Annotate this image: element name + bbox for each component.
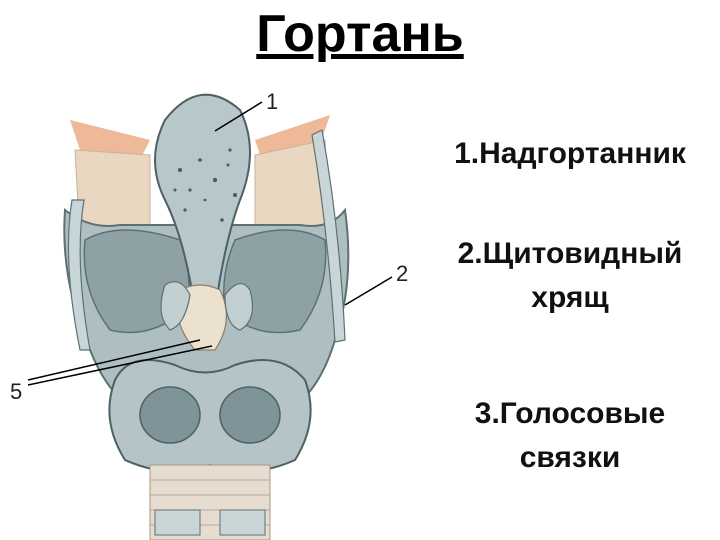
legend-item-3-line-2: связки xyxy=(519,441,621,474)
legend-item-2-line-2: хрящ xyxy=(531,281,609,314)
leader-1 xyxy=(214,101,263,132)
left-horn xyxy=(67,199,91,351)
epiglottis-texture xyxy=(173,148,237,222)
trachea-left-ring xyxy=(154,509,201,536)
trachea-right-ring xyxy=(219,509,266,536)
epiglottis xyxy=(154,93,251,311)
legend-vocal-cords: 3.Голосовые связки xyxy=(420,392,720,480)
cricoid-left-hole xyxy=(139,386,201,444)
right-arytenoid xyxy=(224,283,253,331)
leader-5a xyxy=(27,339,201,381)
leader-5b xyxy=(27,345,213,386)
callout-5: 5 xyxy=(10,379,23,404)
legend-item-2-line-1: 2.Щитовидный xyxy=(457,237,683,270)
left-arytenoid xyxy=(160,281,191,331)
legend-item-1: 1.Надгортанник xyxy=(454,137,686,170)
page-title: Гортань xyxy=(256,5,464,63)
callout-1: 1 xyxy=(266,89,279,114)
callout-2: 2 xyxy=(396,261,409,286)
legend-item-3-line-1: 3.Голосовые xyxy=(474,397,666,430)
cricoid-right-hole xyxy=(219,386,281,444)
larynx-illustration xyxy=(27,93,393,540)
legend-epiglottis: 1.Надгортанник xyxy=(420,132,720,176)
right-horn xyxy=(311,129,346,343)
legend-thyroid: 2.Щитовидный хрящ xyxy=(420,232,720,320)
leader-2 xyxy=(344,276,393,306)
